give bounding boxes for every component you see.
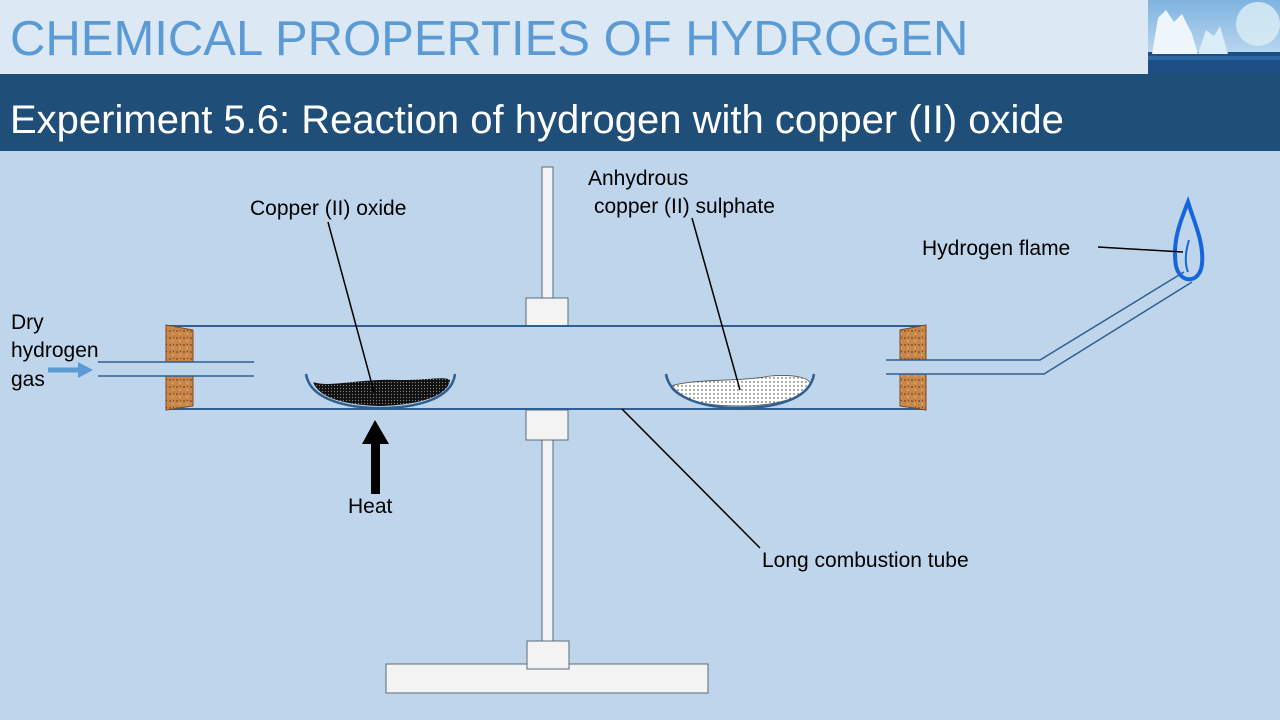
label-combustion-tube: Long combustion tube [762,549,969,572]
stand-rod-lower [542,440,553,642]
stand-rod-upper [542,167,553,299]
label-heat: Heat [348,495,393,518]
base-boss [527,641,569,669]
leader-anhydrous [692,218,740,390]
label-anhydrous: Anhydrous [588,167,688,190]
flame-icon [1175,202,1202,279]
outlet-jet-tube [886,272,1192,374]
leader-copper-oxide [328,222,374,392]
label-copper-oxide: Copper (II) oxide [250,197,406,220]
copper-oxide-boat [306,374,455,408]
inlet-cork [166,325,193,410]
retort-stand [386,167,708,693]
combustion-tube [166,326,926,409]
clamp-top [526,298,568,326]
label-dry: Dry [11,311,44,334]
clamp-bottom [526,410,568,440]
label-hydrogen: hydrogen [11,339,99,362]
label-hydrogen-flame: Hydrogen flame [922,237,1070,260]
label-copper-sulphate: copper (II) sulphate [594,195,775,218]
leader-combustion-tube [622,409,760,548]
copper-sulphate-boat [666,374,814,408]
inlet-tube [98,362,254,376]
leader-hydrogen-flame [1098,247,1183,252]
outlet-cork [900,325,926,410]
label-gas: gas [11,368,45,391]
up-arrow-icon [362,420,389,494]
right-arrow-icon [48,362,93,378]
